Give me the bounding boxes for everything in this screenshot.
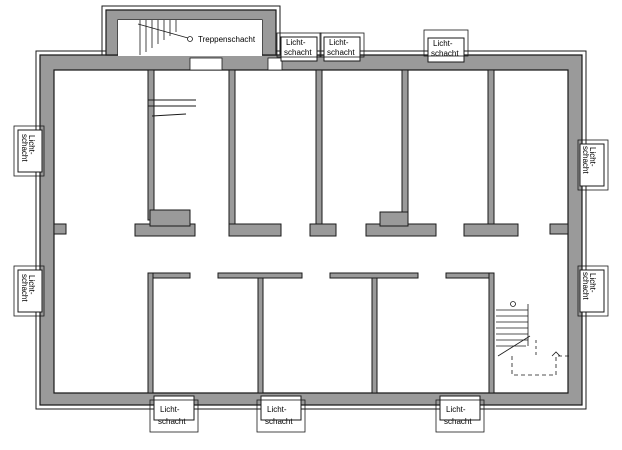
svg-text:Licht-: Licht- xyxy=(27,135,36,155)
light-shaft-top-2: Licht- schacht xyxy=(319,32,365,62)
wall-lower-2 xyxy=(257,277,264,394)
light-shaft-left-1: Licht- schacht xyxy=(13,125,45,177)
wall-upper-1 xyxy=(147,69,155,221)
wall-upper-4 xyxy=(401,69,409,221)
svg-text:schacht: schacht xyxy=(581,272,590,300)
stairwell: Treppenschacht xyxy=(101,5,281,56)
light-shaft-bottom-2: Licht- schacht xyxy=(256,395,306,433)
light-shaft-left-2: Licht- schacht xyxy=(13,265,45,317)
top-wall-openings xyxy=(189,57,283,71)
stair-treads xyxy=(137,20,189,55)
wall-lower-1 xyxy=(147,272,154,394)
stair-marker-icon xyxy=(510,301,516,307)
interior-walls xyxy=(53,69,569,394)
svg-text:Licht-: Licht- xyxy=(286,38,306,47)
svg-text:schacht: schacht xyxy=(265,417,293,426)
hall-fixture xyxy=(148,99,196,117)
svg-text:schacht: schacht xyxy=(284,48,312,57)
svg-text:schacht: schacht xyxy=(581,146,590,174)
light-shaft-right-2: Licht- schacht xyxy=(577,265,609,317)
svg-text:schacht: schacht xyxy=(431,49,459,58)
svg-text:schacht: schacht xyxy=(158,417,186,426)
light-shaft-bottom-3: Licht- schacht xyxy=(435,395,485,433)
light-shaft-top-3: Licht- schacht xyxy=(423,29,469,63)
wall-upper-5 xyxy=(487,69,495,231)
stairwell-label: Treppenschacht xyxy=(198,35,256,44)
svg-text:Licht-: Licht- xyxy=(160,405,180,414)
svg-text:schacht: schacht xyxy=(20,274,29,302)
svg-text:Licht-: Licht- xyxy=(27,275,36,295)
wall-upper-3 xyxy=(315,69,323,231)
svg-text:Licht-: Licht- xyxy=(329,38,349,47)
svg-text:Licht-: Licht- xyxy=(433,39,453,48)
wall-upper-2 xyxy=(228,69,236,231)
wall-lower-4 xyxy=(488,272,495,394)
svg-text:Licht-: Licht- xyxy=(588,147,597,167)
light-shaft-top-1: Licht- schacht xyxy=(276,32,322,62)
wall-lower-3 xyxy=(371,277,378,394)
stair-marker-icon xyxy=(187,36,193,42)
light-shaft-bottom-1: Licht- schacht xyxy=(149,395,199,433)
svg-text:Licht-: Licht- xyxy=(588,273,597,293)
svg-text:schacht: schacht xyxy=(444,417,472,426)
svg-text:schacht: schacht xyxy=(20,134,29,162)
light-shaft-right-1: Licht- schacht xyxy=(577,139,609,191)
lower-stair xyxy=(496,301,572,376)
svg-text:Licht-: Licht- xyxy=(267,405,287,414)
svg-text:schacht: schacht xyxy=(327,48,355,57)
svg-text:Licht-: Licht- xyxy=(446,405,466,414)
